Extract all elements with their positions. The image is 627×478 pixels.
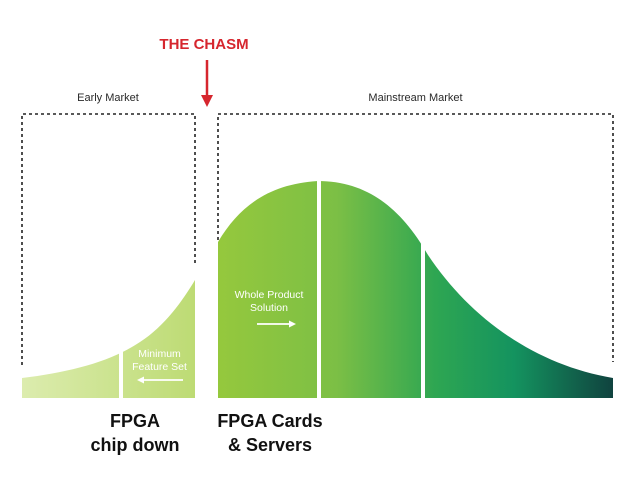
whole-product-line-2: Solution <box>250 302 288 314</box>
chip-down-line-2: chip down <box>90 435 180 455</box>
mainstream-market-curve <box>218 181 613 398</box>
chasm-arrow-icon <box>201 60 213 107</box>
chasm-title: THE CHASM <box>159 36 249 53</box>
minimum-feature-set-label: Minimum Feature Set <box>124 348 195 374</box>
early-market-label: Early Market <box>77 92 139 104</box>
cards-servers-line-1: FPGA Cards <box>217 411 323 431</box>
chip-down-line-1: FPGA <box>109 411 160 431</box>
minimum-feature-line-2: Feature Set <box>132 361 187 373</box>
arrow-right-icon <box>257 320 296 328</box>
mainstream-market-label: Mainstream Market <box>368 92 463 104</box>
early-market-curve <box>22 280 195 398</box>
whole-product-solution-label: Whole Product Solution <box>222 289 316 315</box>
cards-servers-line-2: & Servers <box>227 435 313 455</box>
fpga-cards-servers-label: FPGA Cards & Servers <box>195 409 345 457</box>
minimum-feature-line-1: Minimum <box>138 348 181 360</box>
early-market-bracket <box>21 113 196 365</box>
fpga-chip-down-label: FPGA chip down <box>60 409 210 457</box>
mainstream-market-bracket <box>217 113 614 362</box>
arrow-left-icon <box>137 376 183 384</box>
whole-product-line-1: Whole Product <box>234 289 304 301</box>
